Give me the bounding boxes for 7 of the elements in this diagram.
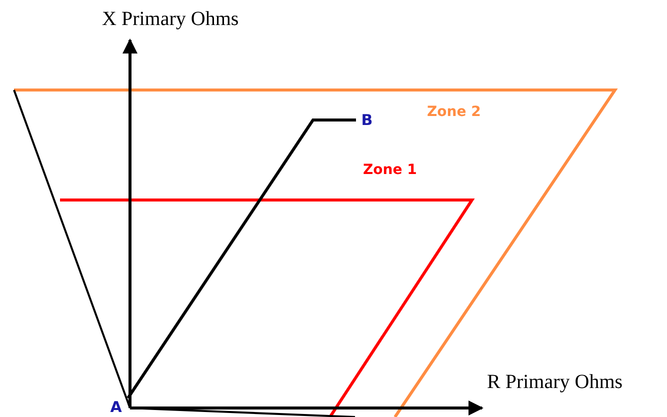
- point-label: B: [358, 112, 376, 130]
- point-label: A: [104, 398, 128, 415]
- zone-label: Zone 1: [363, 162, 417, 178]
- zone-label: Zone 2: [427, 104, 481, 120]
- axis-title: R Primary Ohms: [487, 371, 623, 394]
- axis-title: X Primary Ohms: [102, 8, 239, 31]
- impedance-line: [126, 118, 356, 399]
